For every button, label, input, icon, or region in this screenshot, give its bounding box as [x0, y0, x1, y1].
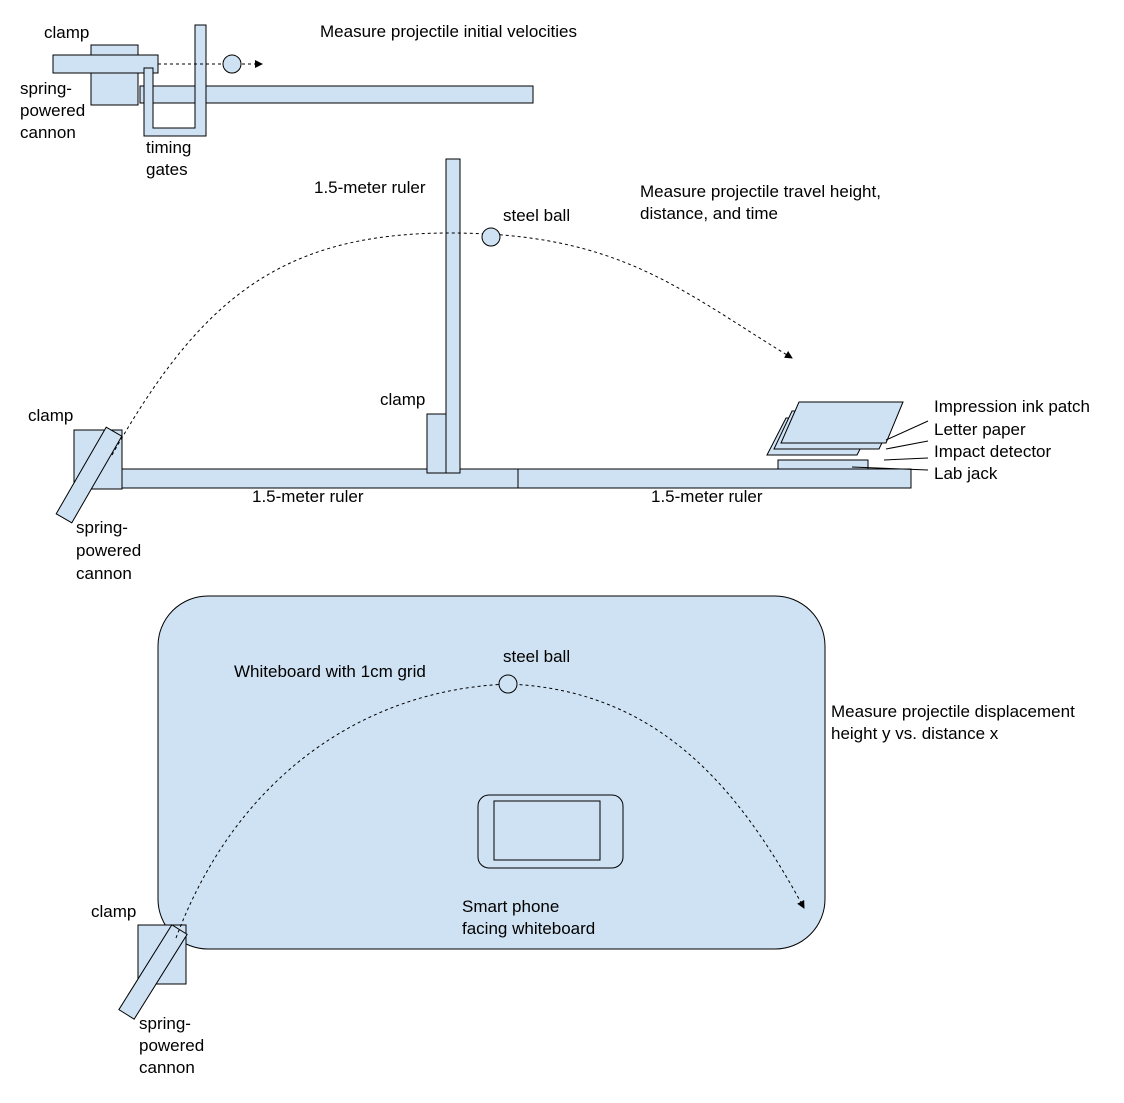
leader-paper [885, 440, 929, 450]
phone-screen [493, 800, 601, 861]
cannon-label-line2: powered [139, 1036, 204, 1055]
phone-label-line2: facing whiteboard [462, 919, 595, 938]
vertical-ruler-label: 1.5-meter ruler [314, 178, 426, 197]
cannon-barrel [55, 426, 123, 524]
letter-paper-label: Letter paper [934, 420, 1026, 439]
gates-label-line2: gates [146, 160, 188, 179]
impact-detector-label: Impact detector [934, 442, 1052, 461]
cannon-label-line3: cannon [20, 123, 76, 142]
ink-patch-label: Impression ink patch [934, 397, 1090, 416]
lab-jack-label: Lab jack [934, 464, 998, 483]
cannon-label-line3: cannon [139, 1058, 195, 1077]
steel-ball [481, 227, 501, 247]
cannon-label-line1: spring- [20, 79, 72, 98]
cannon-barrel [52, 54, 159, 74]
lab-jack [777, 459, 869, 470]
clamp-label: clamp [44, 23, 89, 42]
cannon-label-line1: spring- [76, 518, 128, 537]
whiteboard-label: Whiteboard with 1cm grid [234, 662, 426, 681]
panel3-title-line2: height y vs. distance x [831, 724, 999, 743]
clamp-mid-block [426, 413, 447, 474]
timing-gates [143, 24, 207, 137]
projectile-ball [222, 54, 242, 74]
clamp-mid-label: clamp [380, 390, 425, 409]
ball-label: steel ball [503, 206, 570, 225]
ball-label: steel ball [503, 647, 570, 666]
cannon-barrel [118, 924, 188, 1020]
phone-label-line1: Smart phone [462, 897, 559, 916]
leader-detector [883, 457, 929, 461]
panel-displacement: Whiteboard with 1cm grid steel ball Meas… [91, 595, 1075, 1077]
panel2-title-line1: Measure projectile travel height, [640, 182, 881, 201]
whiteboard [157, 595, 826, 950]
cannon-label-line3: cannon [76, 564, 132, 583]
panel2-title-line2: distance, and time [640, 204, 778, 223]
cannon-label-line2: powered [76, 541, 141, 560]
panel-initial-velocity: Measure projectile initial velocities cl… [20, 22, 577, 179]
panel-travel-measurement: Measure projectile travel height, distan… [28, 158, 1090, 583]
leader-jack [851, 466, 929, 471]
leader-ink [885, 420, 929, 441]
clamp-label: clamp [91, 902, 136, 921]
cannon-label-line1: spring- [139, 1014, 191, 1033]
track-ruler [139, 85, 534, 104]
ruler-left-label: 1.5-meter ruler [252, 487, 364, 506]
steel-ball [498, 674, 518, 694]
ruler-right [517, 468, 912, 489]
clamp-left-label: clamp [28, 406, 73, 425]
panel1-title: Measure projectile initial velocities [320, 22, 577, 41]
clamp-block [90, 44, 139, 106]
vertical-ruler [445, 158, 461, 474]
ink-patch [780, 401, 904, 444]
gates-label-line1: timing [146, 138, 191, 157]
panel3-title-line1: Measure projectile displacement [831, 702, 1075, 721]
cannon-label-line2: powered [20, 101, 85, 120]
ruler-right-label: 1.5-meter ruler [651, 487, 763, 506]
